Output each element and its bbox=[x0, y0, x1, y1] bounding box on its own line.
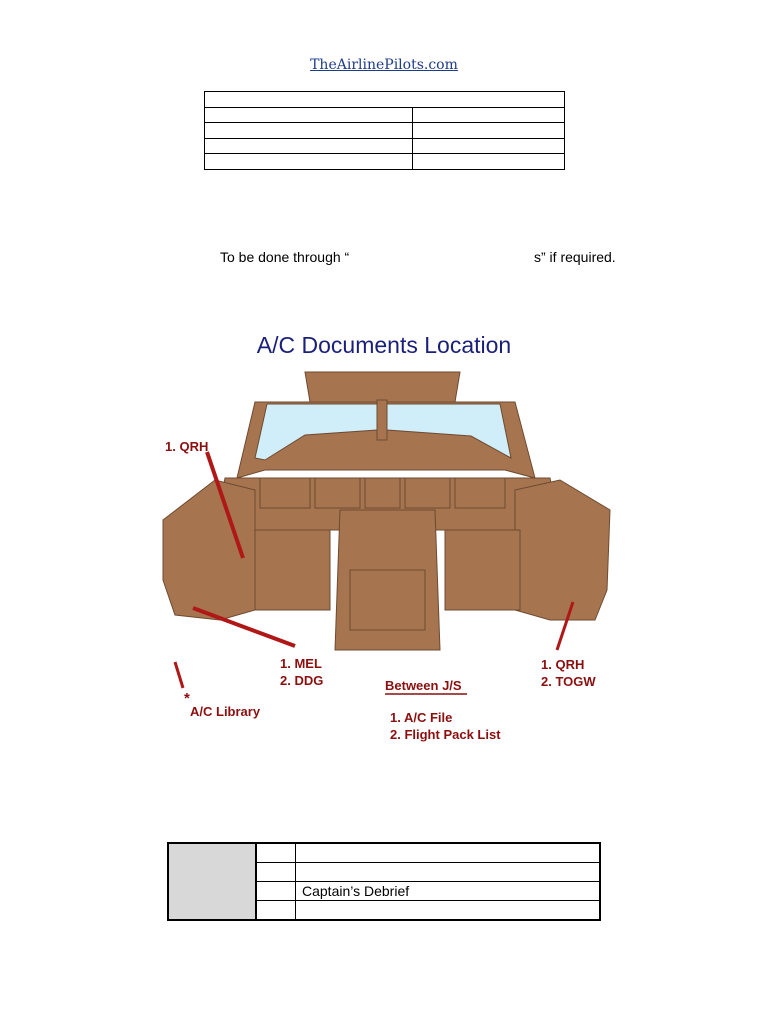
table-cell bbox=[296, 863, 601, 882]
table-row bbox=[205, 154, 565, 170]
label-qrh-right: 1. QRH bbox=[541, 656, 584, 673]
right-side-console bbox=[515, 480, 610, 620]
table-cell bbox=[256, 901, 296, 921]
label-mel: 1. MEL bbox=[280, 655, 322, 672]
label-ac-file: 1. A/C File bbox=[390, 709, 452, 726]
site-link[interactable]: TheAirlinePilots.com bbox=[0, 57, 768, 73]
table-cell bbox=[205, 92, 565, 108]
table-cell bbox=[296, 843, 601, 863]
label-library: A/C Library bbox=[190, 703, 260, 720]
table-cell bbox=[413, 123, 565, 139]
table-cell bbox=[296, 901, 601, 921]
left-lower-panel bbox=[255, 530, 330, 610]
label-ddg: 2. DDG bbox=[280, 672, 323, 689]
table-cell bbox=[205, 138, 413, 154]
label-library-star: * bbox=[184, 690, 190, 707]
overhead-panel bbox=[305, 372, 460, 402]
center-post bbox=[377, 400, 387, 440]
pointer-library bbox=[175, 662, 183, 688]
right-lower-panel bbox=[445, 530, 520, 610]
table-cell bbox=[256, 843, 296, 863]
bottom-table: Captain’s Debrief bbox=[167, 842, 601, 921]
table-row bbox=[205, 92, 565, 108]
note-text-before: To be done through “ bbox=[220, 249, 349, 265]
top-table bbox=[204, 91, 565, 170]
table-cell bbox=[205, 123, 413, 139]
label-qrh-left: 1. QRH bbox=[165, 438, 208, 455]
label-togw: 2. TOGW bbox=[541, 673, 596, 690]
table-row bbox=[168, 843, 600, 863]
table-cell bbox=[256, 882, 296, 901]
table-cell-gray bbox=[168, 843, 256, 920]
table-row bbox=[205, 138, 565, 154]
table-cell bbox=[256, 863, 296, 882]
label-flight-pack-list: 2. Flight Pack List bbox=[390, 726, 501, 743]
label-between: Between J/S bbox=[385, 677, 462, 694]
table-cell-captains-debrief: Captain’s Debrief bbox=[296, 882, 601, 901]
center-pedestal bbox=[335, 510, 440, 650]
table-cell bbox=[205, 107, 413, 123]
table-cell bbox=[413, 138, 565, 154]
table-cell bbox=[413, 154, 565, 170]
table-row bbox=[205, 123, 565, 139]
pointer-mel bbox=[193, 608, 295, 646]
note-text-after: s” if required. bbox=[534, 249, 616, 265]
table-row bbox=[205, 107, 565, 123]
table-cell bbox=[205, 154, 413, 170]
table-cell bbox=[413, 107, 565, 123]
